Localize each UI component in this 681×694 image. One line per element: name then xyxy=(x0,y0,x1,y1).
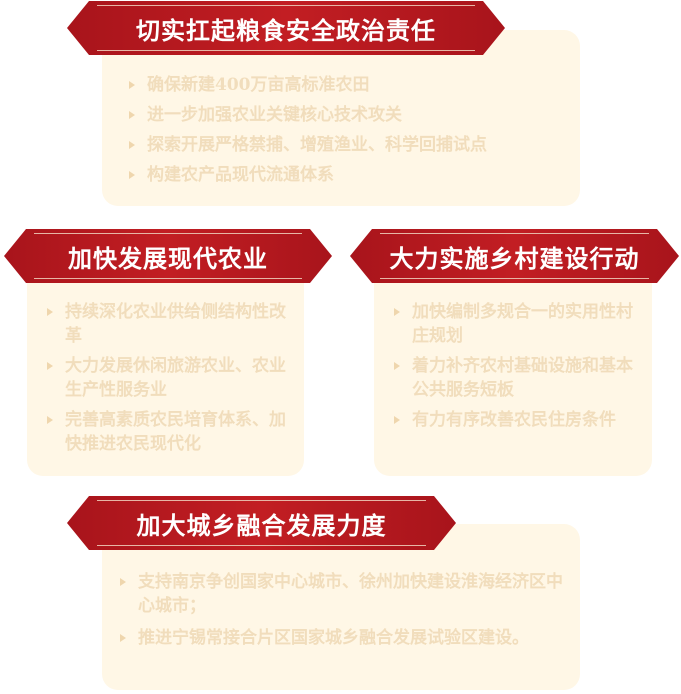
list-item-text: 支持南京争创国家中心城市、徐州加快建设淮海经济区中心城市； xyxy=(138,572,563,616)
list-item-text: 完善高素质农民培育体系、加快推进农民现代化 xyxy=(65,410,286,454)
list-item: 大力发展休闲旅游农业、农业生产性服务业 xyxy=(45,354,293,402)
chevron-right-icon xyxy=(127,80,137,90)
list-item: 构建农产品现代流通体系 xyxy=(127,163,567,187)
section-1-card xyxy=(102,30,580,206)
list-item: 有力有序改善农民住房条件 xyxy=(392,408,640,432)
section-3-card xyxy=(374,258,652,476)
list-item: 确保新建400万亩高标准农田 xyxy=(127,73,567,97)
list-item-text: 着力补齐农村基础设施和基本公共服务短板 xyxy=(412,356,633,400)
section-3-banner: 大力实施乡村建设行动 xyxy=(350,229,679,283)
chevron-right-icon xyxy=(45,415,55,425)
list-item-text: 有力有序改善农民住房条件 xyxy=(412,410,616,430)
list-item: 进一步加强农业关键核心技术攻关 xyxy=(127,103,567,127)
list-item-text: 进一步加强农业关键核心技术攻关 xyxy=(147,105,402,125)
chevron-right-icon xyxy=(118,577,128,587)
chevron-right-icon xyxy=(392,415,402,425)
chevron-right-icon xyxy=(45,361,55,371)
section-4-card xyxy=(102,524,580,690)
list-item-text: 大力发展休闲旅游农业、农业生产性服务业 xyxy=(65,356,286,400)
section-3-title: 大力实施乡村建设行动 xyxy=(389,243,640,273)
chevron-right-icon xyxy=(118,633,128,643)
section-4-banner: 加大城乡融合发展力度 xyxy=(67,496,456,550)
section-2-card xyxy=(27,258,304,476)
list-item-text: 确保新建400万亩高标准农田 xyxy=(147,75,370,95)
section-2-banner: 加快发展现代农业 xyxy=(4,229,332,283)
list-item: 支持南京争创国家中心城市、徐州加快建设淮海经济区中心城市； xyxy=(118,570,563,618)
section-2-title: 加快发展现代农业 xyxy=(68,243,268,273)
list-item-text: 构建农产品现代流通体系 xyxy=(147,165,334,185)
list-item: 完善高素质农民培育体系、加快推进农民现代化 xyxy=(45,408,293,456)
list-item: 加快编制多规合一的实用性村庄规划 xyxy=(392,300,640,348)
list-item-text: 加快编制多规合一的实用性村庄规划 xyxy=(412,302,633,346)
list-item: 着力补齐农村基础设施和基本公共服务短板 xyxy=(392,354,640,402)
list-item: 推进宁锡常接合片区国家城乡融合发展试验区建设。 xyxy=(118,626,563,650)
chevron-right-icon xyxy=(127,140,137,150)
chevron-right-icon xyxy=(392,361,402,371)
section-2-list: 持续深化农业供给侧结构性改革 大力发展休闲旅游农业、农业生产性服务业 完善高素质… xyxy=(45,300,293,456)
list-item: 持续深化农业供给侧结构性改革 xyxy=(45,300,293,348)
list-item-text: 探索开展严格禁捕、增殖渔业、科学回捕试点 xyxy=(147,135,487,155)
list-item: 探索开展严格禁捕、增殖渔业、科学回捕试点 xyxy=(127,133,567,157)
chevron-right-icon xyxy=(127,170,137,180)
section-1-list: 确保新建400万亩高标准农田 进一步加强农业关键核心技术攻关 探索开展严格禁捕、… xyxy=(127,73,567,187)
section-1-banner: 切实扛起粮食安全政治责任 xyxy=(67,1,505,55)
section-1-title: 切实扛起粮食安全政治责任 xyxy=(136,15,436,45)
list-item-text: 持续深化农业供给侧结构性改革 xyxy=(65,302,286,346)
chevron-right-icon xyxy=(392,307,402,317)
list-item-text: 推进宁锡常接合片区国家城乡融合发展试验区建设。 xyxy=(138,628,529,648)
section-3-list: 加快编制多规合一的实用性村庄规划 着力补齐农村基础设施和基本公共服务短板 有力有… xyxy=(392,300,640,432)
chevron-right-icon xyxy=(127,110,137,120)
section-4-title: 加大城乡融合发展力度 xyxy=(136,510,387,540)
chevron-right-icon xyxy=(45,307,55,317)
section-4-list: 支持南京争创国家中心城市、徐州加快建设淮海经济区中心城市； 推进宁锡常接合片区国… xyxy=(118,570,563,650)
